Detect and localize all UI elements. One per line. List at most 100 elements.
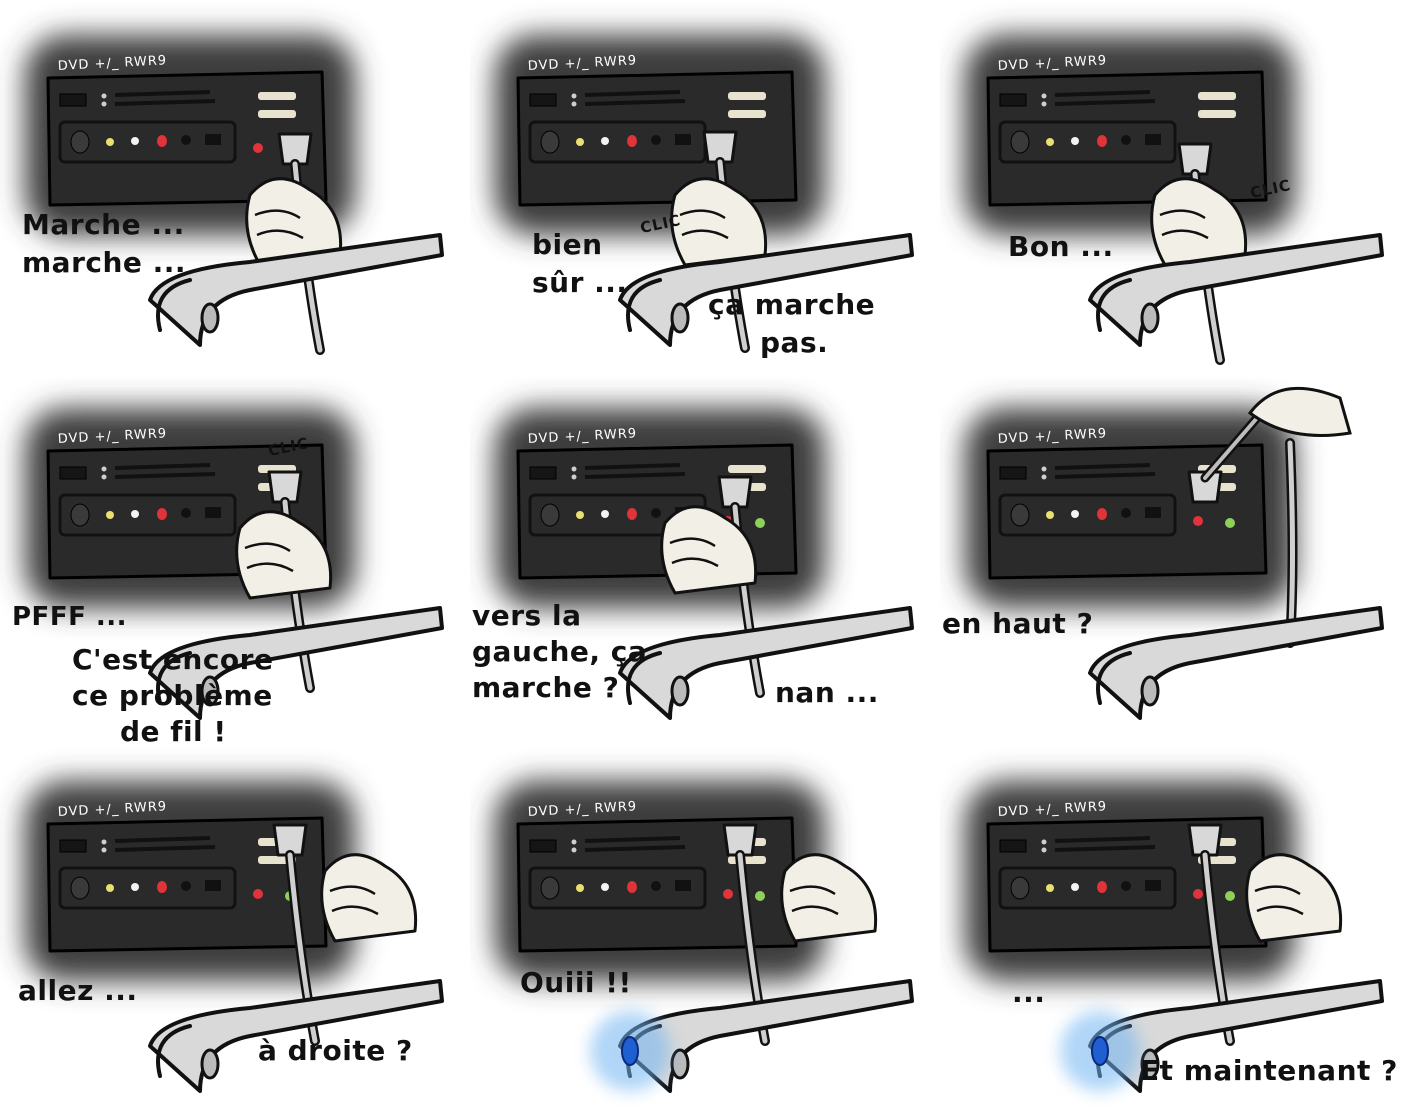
indicator-led [571,466,577,472]
knob [1010,876,1030,900]
device-brand-label: DVD +/_ RWR9 [527,426,637,447]
black-jack [651,135,661,145]
tray-button [1198,110,1236,118]
black-jack [1121,135,1131,145]
front-panel-inset [58,493,237,537]
cuff-line [626,278,662,332]
finger-line [329,885,376,896]
arm-sleeve [148,606,444,720]
arm-sleeve [1060,979,1384,1093]
display-window [59,93,87,107]
scart-plug [277,132,313,166]
arm-sleeve [148,979,444,1093]
knob [540,130,560,154]
dvd-recorder: DVD +/_ RWR9 [516,53,798,207]
white-jack [601,137,609,145]
hand [235,510,333,600]
finger-line [244,542,291,553]
arm-sleeve [1088,233,1384,347]
disc-slot-line [1054,845,1156,852]
display-window [59,466,87,480]
panel-drawing: DVD +/_ RWR9 [495,35,914,353]
scart-plug [272,823,308,857]
usb-port [1145,507,1161,518]
device-brand-label: DVD +/_ RWR9 [997,426,1107,447]
black-jack [651,881,661,891]
indicator-led [101,847,107,853]
red-jack [1097,508,1107,520]
panel-drawing: DVD +/_ RWR9 [25,35,444,355]
red-jack [627,881,637,893]
front-panel-inset [58,866,237,910]
usb-port [675,134,691,145]
display-window [529,839,557,853]
arm-sleeve [1088,606,1384,720]
disc-slot-line [584,463,681,470]
white-jack [1071,137,1079,145]
black-jack [651,508,661,518]
finger-line [791,905,839,916]
scart-plug [267,470,303,504]
white-jack [131,510,139,518]
knob [540,503,560,527]
panel-drawing: DVD +/_ RWR9 [965,386,1384,720]
yellow-jack [576,884,584,892]
disc-slot-line [1054,99,1156,106]
caption: Marche ... [22,208,185,241]
caption: Bon ... [1008,230,1114,263]
device-brand-label: DVD +/_ RWR9 [57,426,167,447]
cuff-line [156,278,192,332]
green-port [755,891,765,901]
disc-slot-line [584,90,681,97]
indicator-led [1041,101,1047,107]
hand-with-plug [660,475,765,698]
tray-button [258,110,296,118]
indicator-led [1041,839,1047,845]
caption: Ouiii !! [520,966,632,999]
elbow [670,302,690,334]
hand [245,177,343,267]
caption: à droite ? [258,1034,413,1067]
yellow-jack [106,138,114,146]
black-jack [181,508,191,518]
caption: gauche, ça [472,635,648,668]
indicator-led [101,466,107,472]
yellow-jack [1046,138,1054,146]
caption: marche ... [22,246,187,279]
scart-plug [722,823,758,857]
display-window [59,839,87,853]
red-port [1193,889,1203,899]
caption: ... [1012,976,1046,1009]
cable [1287,440,1295,646]
display-window [529,93,557,107]
disc-slot-line [1054,463,1151,470]
disc-slot-line [114,99,216,106]
device-brand-label: DVD +/_ RWR9 [527,799,637,820]
caption: vers la [472,599,582,632]
panel-drawing: DVD +/_ RWR9 [965,781,1384,1093]
finger-line [679,209,726,220]
display-window [999,839,1027,853]
hand-with-plug [272,823,418,1046]
cuff-line [1096,278,1132,332]
panel-drawing: DVD +/_ RWR9 [965,35,1384,365]
black-jack [1121,881,1131,891]
caption: ce problème [72,679,273,712]
dvd-recorder: DVD +/_ RWR9 [46,799,328,953]
disc-slot-line [1054,472,1156,479]
device-brand-label: DVD +/_ RWR9 [997,799,1107,820]
dvd-recorder: DVD +/_ RWR9 [986,53,1268,207]
indicator-led [101,474,107,480]
blue-light [1091,1036,1109,1066]
finger-line [681,229,729,240]
elbow [670,1048,690,1080]
usb-port [1145,880,1161,891]
panel-drawing: DVD +/_ RWR9 [495,781,914,1093]
knob [70,876,90,900]
display-window [529,466,557,480]
caption: sûr ... [532,266,628,299]
